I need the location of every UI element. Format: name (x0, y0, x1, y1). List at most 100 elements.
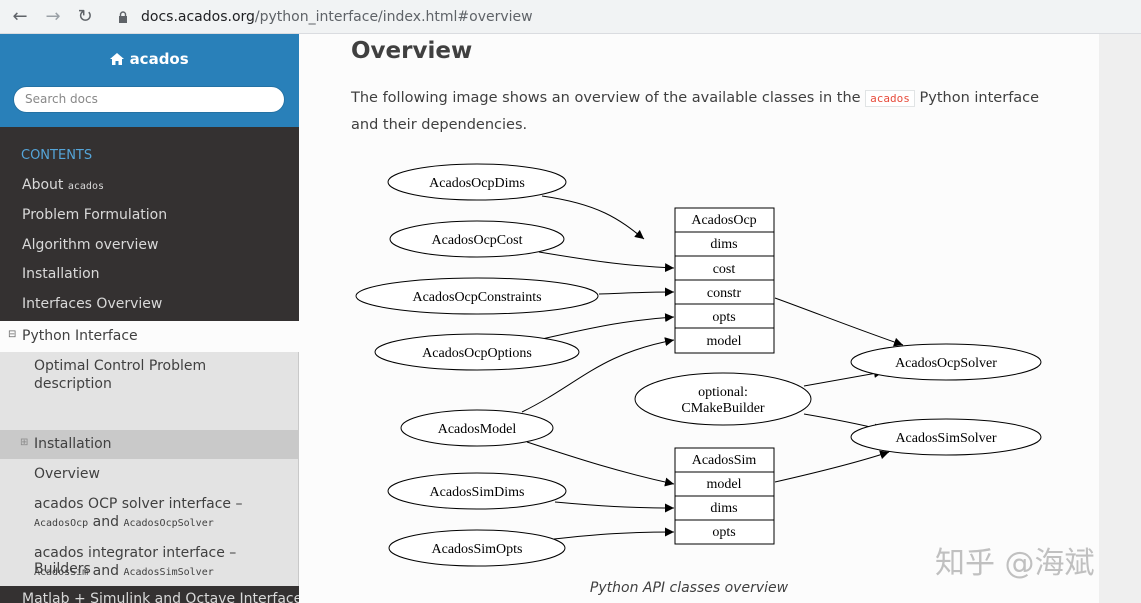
sidebar-subitem-and: and (92, 514, 119, 530)
node-label: AcadosSimOpts (432, 542, 523, 557)
url-text: docs.acados.org/python_interface/index.h… (141, 9, 533, 25)
intro-paragraph: The following image shows an overview of… (351, 85, 1061, 138)
url-domain: docs.acados.org (141, 9, 255, 25)
sidebar-item-about[interactable]: About acados (22, 177, 104, 193)
sidebar-item-python-interface[interactable]: ⊟ Python Interface (0, 321, 299, 352)
figure-caption: Python API classes overview (589, 580, 789, 596)
acadosocp-fields: AcadosOcp dims cost constr opts model (691, 213, 756, 349)
sidebar-subitem-ocp-solver-interface[interactable]: acados OCP solver interface – AcadosOcp … (34, 495, 242, 533)
expand-toggle-icon[interactable]: ⊞ (20, 437, 29, 448)
page-title: Overview (351, 38, 473, 64)
sidebar-subitem-line: acados integrator interface – (34, 545, 237, 561)
record-field: model (707, 477, 742, 492)
sidebar-subitem-line: Optimal Control Problem (34, 358, 207, 374)
diagram-edges (521, 195, 904, 540)
edge-model-simmodel (526, 441, 675, 487)
edge-simopts-opts (553, 527, 675, 540)
edge-ocp-solver (774, 297, 904, 347)
node-acadossimdims: AcadosSimDims (387, 472, 567, 510)
back-arrow-icon[interactable]: ← (12, 6, 28, 27)
record-field: cost (713, 262, 736, 277)
brand-link[interactable]: acados (0, 50, 299, 68)
sidebar-subitem-and: and (92, 563, 119, 579)
sidebar-subitem-ocp-description[interactable]: Optimal Control Problem description (34, 357, 206, 393)
search-placeholder: Search docs (25, 92, 98, 106)
node-label: AcadosOcpSolver (895, 356, 997, 371)
intro-text-after: Python interface and their dependencies. (351, 90, 1040, 133)
sidebar-item-problem-formulation[interactable]: Problem Formulation (22, 207, 168, 223)
sidebar-item-interfaces-overview[interactable]: Interfaces Overview (22, 296, 163, 312)
record-field: dims (710, 501, 737, 516)
sidebar-subitem-code: AcadosSim (34, 567, 89, 578)
main-content: Overview The following image shows an ov… (299, 34, 1099, 603)
node-label: AcadosOcpOptions (422, 346, 532, 361)
edge-model-ocpmodel (521, 337, 675, 413)
diagram-ellipses: AcadosOcpDims AcadosOcpCost AcadosOcpCon… (355, 163, 1042, 567)
node-label: AcadosOcpConstraints (412, 290, 541, 305)
edge-ocpdims-dims (541, 195, 645, 240)
edge-constraints-constr (598, 287, 675, 297)
acadossim-fields: AcadosSim model dims opts (692, 453, 757, 540)
sidebar-subitem-overview[interactable]: Overview (34, 466, 100, 482)
node-label: AcadosOcpDims (429, 176, 525, 191)
node-acadossim-record (674, 447, 775, 545)
contents-caption: CONTENTS (21, 148, 93, 163)
brand-name: acados (129, 50, 189, 68)
node-label: AcadosSimDims (430, 485, 525, 500)
right-gutter (1099, 34, 1141, 603)
record-field: dims (710, 237, 737, 252)
node-acadosocp-record (674, 207, 775, 354)
sidebar-subitem-code: AcadosOcpSolver (123, 518, 214, 529)
node-acadosocpsolver: AcadosOcpSolver (850, 343, 1042, 381)
record-field: opts (712, 310, 735, 325)
node-label: AcadosSimSolver (895, 431, 996, 446)
browser-toolbar: ← → ↻ docs.acados.org/python_interface/i… (0, 0, 1141, 34)
sidebar-subitem-builders[interactable]: Builders (34, 561, 91, 577)
edge-sim-simsolver (774, 450, 890, 483)
sidebar-subitem-code: AcadosOcp (34, 518, 89, 529)
node-label: AcadosModel (438, 422, 517, 437)
reload-icon[interactable]: ↻ (77, 6, 93, 27)
record-field: constr (707, 286, 742, 301)
record-field: AcadosSim (692, 453, 757, 468)
lock-icon (119, 11, 127, 23)
address-bar[interactable]: docs.acados.org/python_interface/index.h… (112, 4, 1132, 30)
node-acadosocpconstraints: AcadosOcpConstraints (355, 277, 599, 315)
watermark: 知乎 @海斌 (935, 546, 1095, 581)
collapse-toggle-icon[interactable]: ⊟ (8, 329, 17, 340)
node-acadossimopts: AcadosSimOpts (388, 529, 566, 567)
sidebar-subitem-line: acados OCP solver interface – (34, 496, 243, 512)
sidebar-item-installation[interactable]: Installation (22, 266, 100, 282)
node-label: AcadosOcpCost (432, 233, 523, 248)
node-acadosocpdims: AcadosOcpDims (387, 163, 567, 201)
record-field: opts (712, 525, 735, 540)
sidebar-item-algorithm-overview[interactable]: Algorithm overview (22, 237, 159, 253)
sidebar-item-label: About (22, 177, 64, 193)
record-field: model (707, 334, 742, 349)
node-cmakebuilder: optional: CMakeBuilder (634, 372, 812, 426)
class-diagram: AcadosOcpDims AcadosOcpCost AcadosOcpCon… (355, 163, 1042, 567)
node-label: CMakeBuilder (681, 401, 765, 416)
home-icon (110, 53, 125, 65)
node-acadosocpoptions: AcadosOcpOptions (374, 333, 580, 371)
sidebar-subitem-installation[interactable]: Installation (34, 436, 112, 452)
inline-code: acados (865, 90, 915, 107)
sidebar-subitem-code: AcadosSimSolver (123, 567, 214, 578)
node-acadosmodel: AcadosModel (400, 409, 554, 447)
sidebar-subitems: Optimal Control Problem description ⊞ In… (0, 352, 299, 586)
node-acadosocpcost: AcadosOcpCost (389, 220, 565, 258)
node-label: optional: (698, 385, 748, 400)
record-field: AcadosOcp (691, 213, 756, 228)
node-acadossimsolver: AcadosSimSolver (850, 418, 1042, 456)
sidebar: acados Search docs CONTENTS About acados… (0, 34, 299, 603)
intro-text-before: The following image shows an overview of… (351, 90, 866, 106)
edge-options-opts (541, 313, 675, 340)
sidebar-item-matlab-interface[interactable]: Matlab + Simulink and Octave Interface (22, 591, 299, 603)
search-input[interactable]: Search docs (13, 86, 285, 113)
current-item-highlight (0, 430, 299, 459)
sidebar-header: acados Search docs (0, 34, 299, 127)
sidebar-subitem-line: description (34, 376, 112, 392)
edge-simdims-dims (554, 501, 675, 513)
forward-arrow-icon[interactable]: → (45, 6, 61, 27)
sidebar-subitem-integrator-interface[interactable]: acados integrator interface – AcadosSim … (34, 544, 236, 582)
